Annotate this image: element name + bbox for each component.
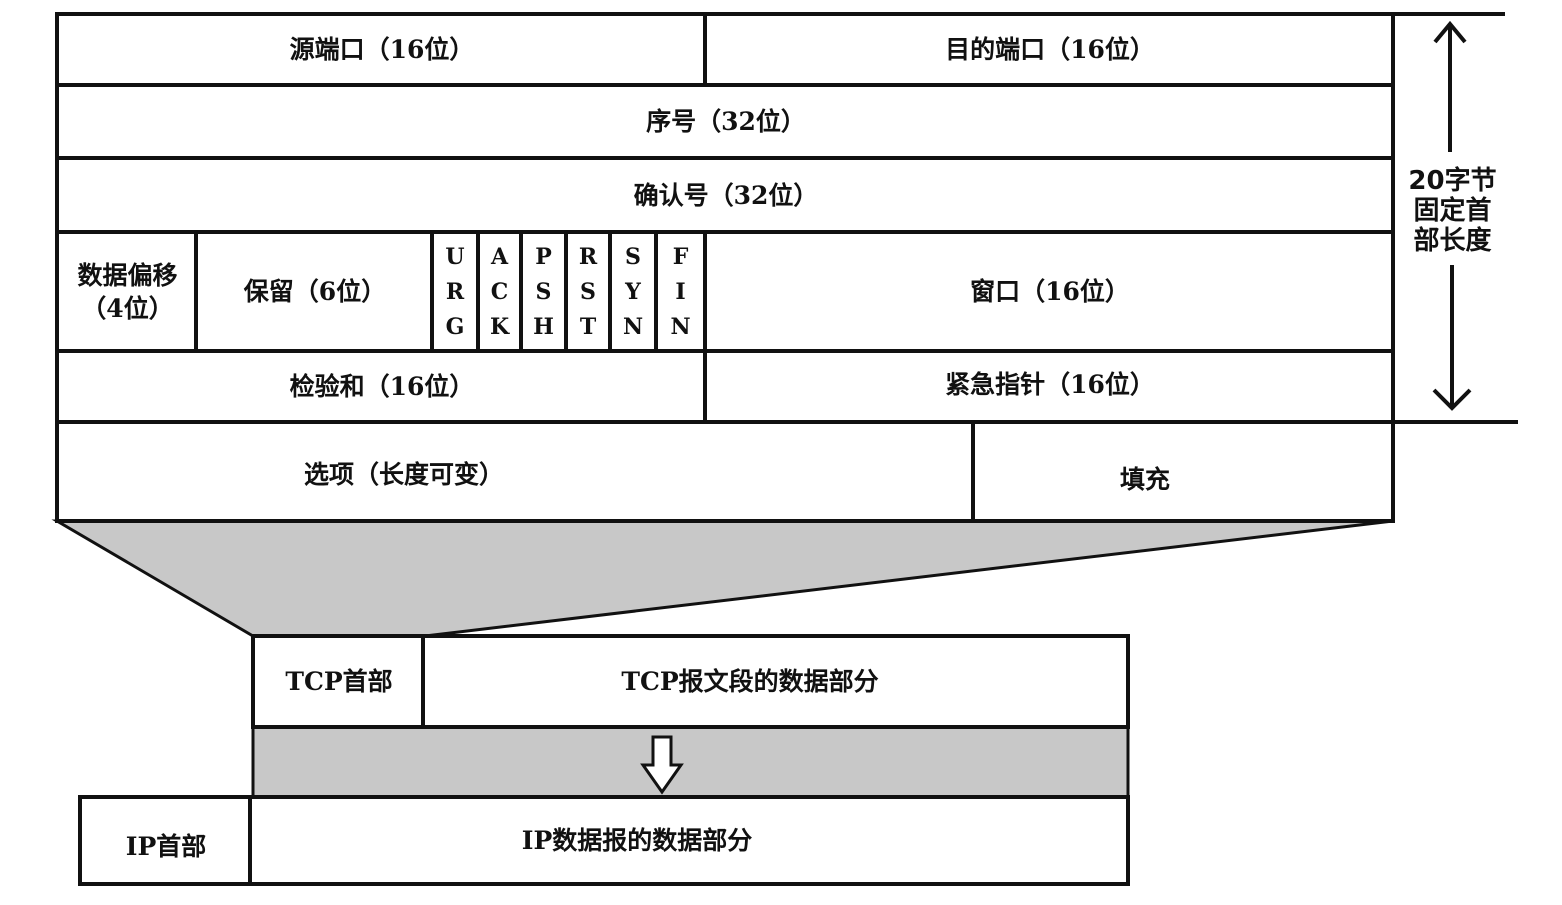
seq-field: 序号（32位） <box>646 107 806 137</box>
dest-port-field: 目的端口（16位） <box>945 35 1155 65</box>
window-field: 窗口（16位） <box>970 277 1130 307</box>
ip-data-box: IP数据报的数据部分 <box>521 826 753 856</box>
source-port-field: 源端口（16位） <box>289 35 475 65</box>
ip-header-box: IP首部 <box>125 831 207 861</box>
side-label-line3: 部长度 <box>1413 225 1492 256</box>
options-field: 选项（长度可变） <box>303 460 504 489</box>
reserved-field: 保留（6位） <box>243 277 387 307</box>
data-offset-label: 数据偏移 <box>77 261 178 290</box>
down-arrow-icon <box>640 735 684 795</box>
data-offset-bits: （4位） <box>81 293 174 323</box>
length-arrow-icon <box>1432 20 1472 411</box>
gray-band <box>251 725 1130 799</box>
ack-number-field: 确认号（32位） <box>633 180 819 210</box>
data-offset-field: 数据偏移 （4位） <box>59 234 196 351</box>
urgent-pointer-field: 紧急指针（16位） <box>945 369 1155 399</box>
tcp-header-box: TCP首部 <box>285 667 393 697</box>
padding-field: 填充 <box>1119 465 1170 495</box>
fixed-header-length-label: 20字节 固定首 部长度 <box>1400 158 1505 263</box>
tcp-data-box: TCP报文段的数据部分 <box>621 667 879 697</box>
checksum-field: 检验和（16位） <box>289 372 475 402</box>
side-label-line1: 20字节 <box>1408 165 1497 196</box>
expansion-trapezoid <box>51 519 1394 638</box>
side-label-line2: 固定首 <box>1413 195 1492 226</box>
